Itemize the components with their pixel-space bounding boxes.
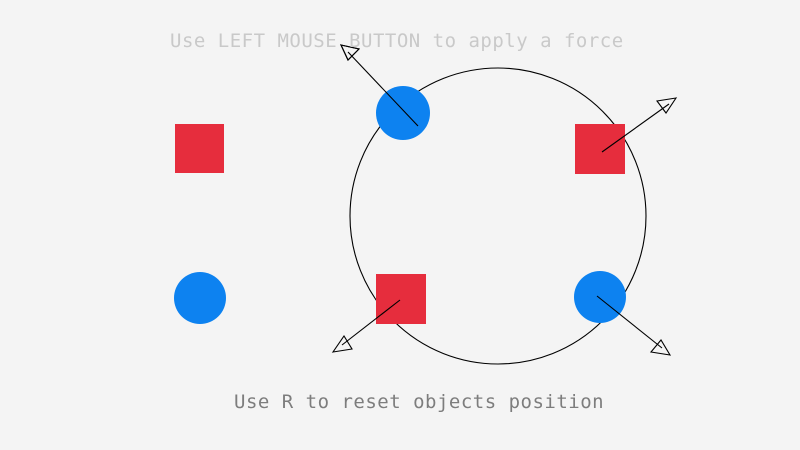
hint-apply-force: Use LEFT MOUSE BUTTON to apply a force — [170, 30, 624, 52]
body-circle-bottom-right[interactable] — [574, 271, 626, 323]
force-vector-circle-bottom-right — [596, 295, 672, 356]
body-square-bottom-middle[interactable] — [376, 274, 426, 324]
mouse-cursor-icon — [340, 44, 361, 61]
body-circle-top[interactable] — [376, 86, 430, 140]
body-circle-bottom-left[interactable] — [174, 272, 226, 324]
body-square-left[interactable] — [175, 124, 224, 173]
boundary-circle — [349, 67, 647, 365]
force-vector-square-bottom-middle — [331, 299, 401, 353]
body-square-top-right[interactable] — [575, 124, 625, 174]
force-vector-square-top-right — [601, 97, 678, 153]
hint-reset-objects: Use R to reset objects position — [234, 391, 605, 413]
